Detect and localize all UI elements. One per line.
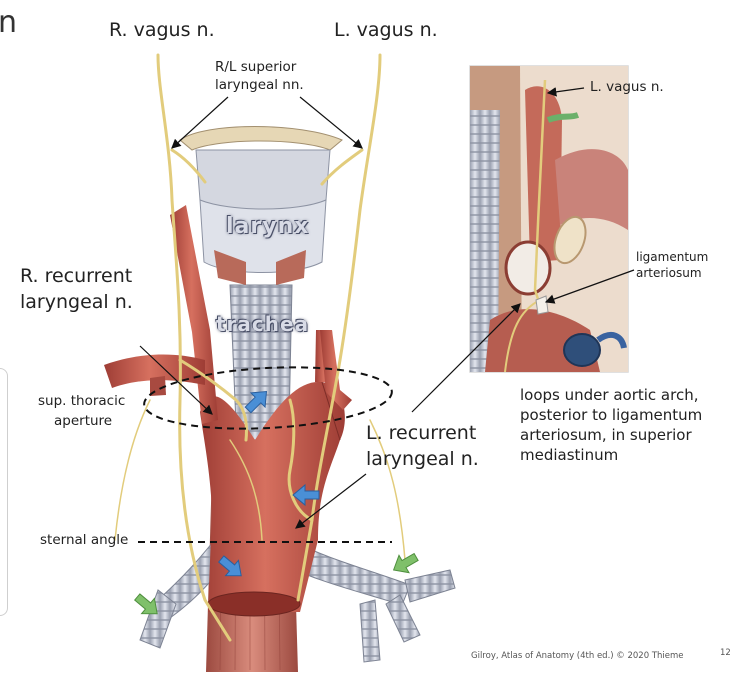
leader-lines (139, 96, 367, 529)
blue-arrow-3 (217, 555, 242, 577)
larynx (179, 126, 343, 285)
r-vagus-label: R. vagus n. (109, 19, 215, 41)
sup-thoracic-label-2: aperture (54, 413, 113, 429)
title-fragment: n (0, 5, 18, 40)
r-recurrent-label-2: laryngeal n. (20, 291, 133, 313)
ligamentum-label-2: arteriosum (636, 266, 702, 280)
l-recurrent-label-1: L. recurrent (366, 422, 477, 444)
note-line-1: loops under aortic arch, (520, 386, 699, 404)
thoracic-aperture-outline (143, 366, 393, 430)
trachea-label: trachea (216, 312, 310, 336)
l-recurrent-label-2: laryngeal n. (366, 448, 479, 470)
superior-laryngeal-label-2: laryngeal nn. (215, 77, 304, 93)
blue-arrow-2 (292, 483, 320, 507)
r-recurrent-label-1: R. recurrent (20, 265, 133, 287)
blue-arrow-1 (244, 390, 268, 414)
superior-laryngeal-label-1: R/L superior (215, 59, 297, 75)
green-arrow-1 (133, 593, 158, 615)
sternal-angle-label: sternal angle (40, 532, 129, 548)
image-credit: Gilroy, Atlas of Anatomy (4th ed.) © 202… (471, 651, 684, 661)
note-line-3: arteriosum, in superior (520, 426, 692, 444)
inset-illustration (411, 65, 635, 413)
l-vagus-label: L. vagus n. (334, 19, 438, 41)
inset-l-vagus-label: L. vagus n. (590, 79, 664, 95)
page-number: 12 (720, 648, 731, 658)
nerves (114, 53, 406, 642)
note-line-2: posterior to ligamentum (520, 406, 703, 424)
green-arrow-2 (392, 552, 419, 574)
note-line-4: mediastinum (520, 446, 619, 464)
larynx-label: larynx (226, 214, 310, 239)
ligamentum-label-1: ligamentum (636, 250, 709, 264)
sup-thoracic-label-1: sup. thoracic (38, 393, 126, 409)
